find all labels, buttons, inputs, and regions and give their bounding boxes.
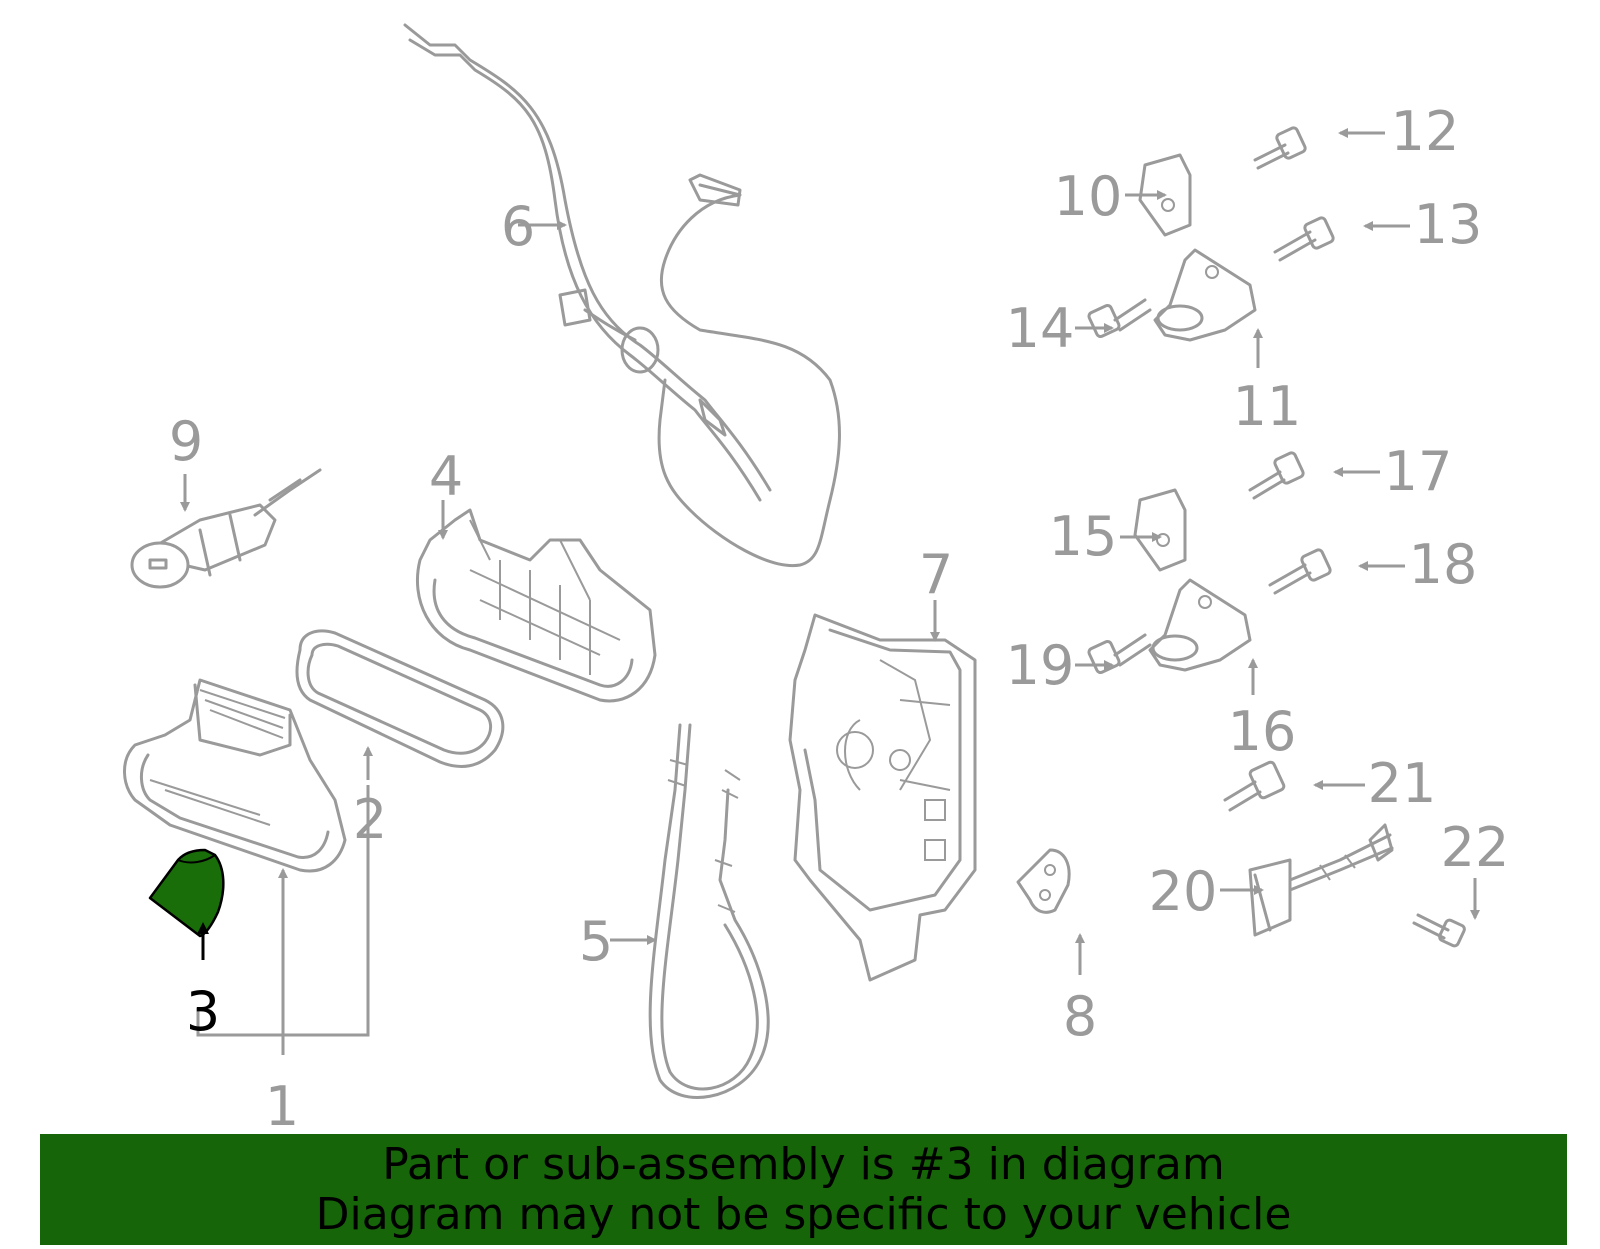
banner-line-1: Part or sub-assembly is #3 in diagram [382, 1139, 1225, 1190]
bolt-14 [1087, 298, 1152, 339]
callout-7: 7 [919, 543, 953, 606]
callout-2: 2 [353, 788, 387, 851]
banner-line-2: Diagram may not be specific to your vehi… [315, 1189, 1292, 1240]
bolt-17 [1248, 451, 1305, 500]
callout-17: 17 [1384, 440, 1453, 503]
part-15-bracket [1133, 488, 1187, 572]
bolt-21 [1223, 760, 1286, 812]
callout-6: 6 [501, 195, 535, 258]
callout-13: 13 [1414, 193, 1483, 256]
part-9-lock-cylinder [130, 468, 322, 589]
callout-14: 14 [1006, 297, 1075, 360]
bolt-22 [1412, 913, 1466, 948]
part-3-end-cap [148, 848, 225, 938]
part-2-gasket [295, 629, 505, 768]
callout-4: 4 [429, 445, 463, 508]
callout-5: 5 [579, 910, 613, 973]
part-20-door-check [1248, 823, 1394, 937]
part-6-cable-harness [403, 23, 841, 568]
part-10-bracket [1138, 153, 1192, 237]
leader-lines [180, 128, 1480, 1055]
callout-3: 3 [186, 980, 220, 1043]
bolt-19 [1087, 633, 1152, 675]
callout-9: 9 [169, 410, 203, 473]
callout-22: 22 [1441, 816, 1510, 879]
callout-19: 19 [1006, 634, 1075, 697]
callout-labels: 1 2 3 4 5 6 7 8 9 10 11 12 13 14 15 16 1… [169, 100, 1510, 1138]
bolt-12 [1253, 126, 1307, 170]
callout-15: 15 [1049, 505, 1118, 568]
info-banner: Part or sub-assembly is #3 in diagram Di… [40, 1134, 1567, 1245]
callout-10: 10 [1054, 165, 1123, 228]
callout-20: 20 [1149, 860, 1218, 923]
callout-8: 8 [1063, 985, 1097, 1048]
callout-11: 11 [1233, 375, 1302, 438]
part-4-handle-carrier [415, 508, 657, 703]
part-7-latch [788, 613, 977, 982]
part-8-plate [1016, 848, 1071, 914]
bolt-13 [1273, 216, 1335, 262]
part-11-hinge [1153, 248, 1257, 342]
callout-18: 18 [1409, 533, 1478, 596]
part-5-release-cable [648, 723, 770, 1099]
callout-21: 21 [1368, 752, 1437, 815]
callout-12: 12 [1391, 100, 1460, 163]
part-16-hinge [1148, 578, 1252, 672]
callout-1: 1 [265, 1075, 299, 1138]
callout-16: 16 [1228, 700, 1297, 763]
part-1-outside-handle [123, 678, 347, 873]
bolt-18 [1268, 548, 1332, 595]
